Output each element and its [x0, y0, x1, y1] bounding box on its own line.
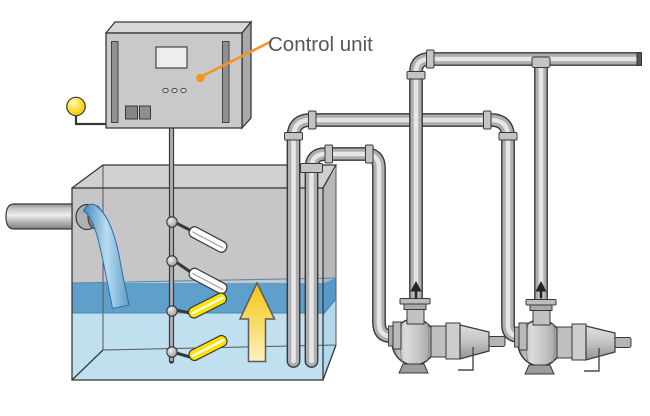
alarm-lamp-arm — [74, 115, 106, 126]
discharge-header-end-cap — [636, 52, 642, 66]
panel-button-1 — [125, 105, 138, 120]
pipe-flanges — [406, 49, 435, 80]
tank-outline-top — [71, 164, 338, 381]
pump-drive-block — [445, 322, 461, 360]
sensor-stems — [174, 221, 192, 359]
suction-pipe-pump-1 — [300, 144, 401, 361]
suction-flange — [392, 321, 402, 350]
control-unit-label: Control unit — [268, 33, 373, 56]
discharge-pipe-pump-2 — [531, 56, 551, 301]
flow-direction-arrow-pump-1 — [410, 281, 422, 299]
pump-bearing-frame — [430, 325, 447, 358]
alarm-lamp-bulb — [66, 96, 86, 117]
water-body-right — [323, 300, 336, 380]
tank-outline-front — [71, 187, 324, 381]
tank-right-face — [323, 168, 336, 283]
display-screen — [155, 46, 188, 69]
vent-strip-left — [111, 41, 119, 123]
control-unit — [104, 20, 253, 130]
panel-button-2 — [139, 105, 151, 120]
label-anchor-dot — [196, 73, 205, 83]
discharge-pipe-pump-1 — [406, 49, 642, 301]
level-sensors — [166, 216, 228, 362]
control-unit-top — [104, 21, 253, 34]
pipe-flanges — [300, 144, 374, 173]
level-sensor-3 — [187, 292, 228, 319]
indicator-lights — [162, 87, 187, 94]
tank-top-face — [72, 165, 336, 188]
discharge-flange-plate — [399, 298, 431, 305]
water-level-up-arrow — [238, 281, 276, 363]
pump-support-bracket — [458, 347, 474, 371]
pump-foot — [398, 363, 429, 374]
discharge-flange-lip — [403, 303, 427, 310]
water-stream — [82, 203, 130, 310]
suction-pipe-pump-2 — [284, 110, 527, 361]
pump-motor-cone — [459, 324, 490, 360]
pump-2 — [513, 298, 632, 375]
tee-joint-sleeve — [531, 56, 551, 68]
level-sensor-2 — [188, 267, 228, 295]
level-sensor-1 — [188, 226, 228, 253]
sensor-ball-joints — [166, 216, 178, 358]
pipe-flanges — [284, 110, 518, 141]
control-unit-side — [241, 20, 252, 130]
level-sensor-4 — [188, 334, 228, 362]
pump-shaft — [488, 336, 506, 347]
pump-1 — [388, 298, 506, 374]
water-surface-right — [323, 278, 336, 316]
inlet-pipe-body — [5, 203, 73, 230]
label-leader-line — [202, 40, 271, 77]
vent-strip-right — [222, 41, 230, 123]
alarm-lamp — [66, 96, 106, 126]
